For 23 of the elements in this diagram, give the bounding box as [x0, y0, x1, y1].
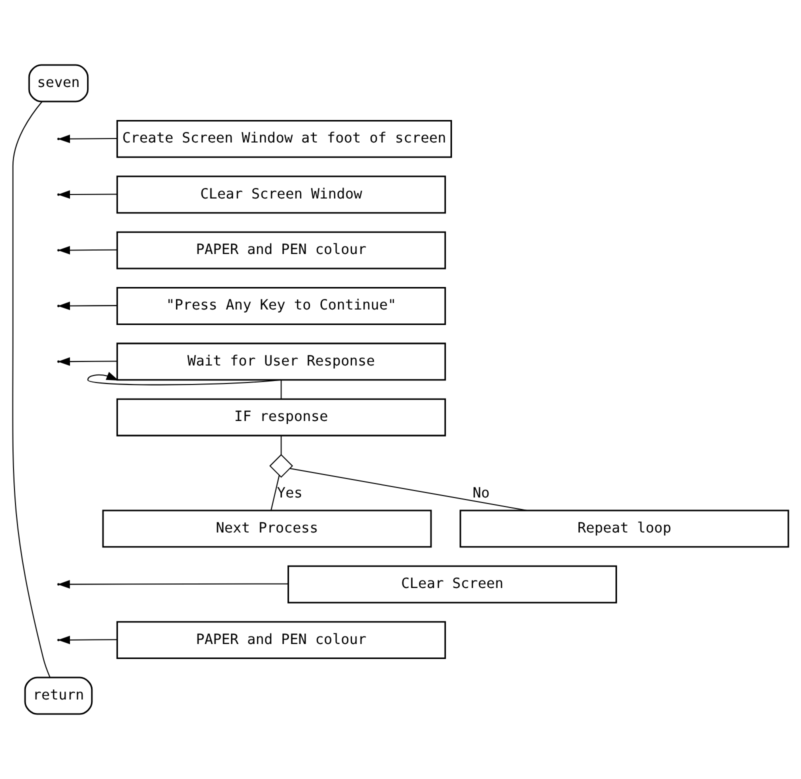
arrow — [58, 580, 288, 589]
arrow — [87, 372, 282, 386]
connector — [280, 380, 282, 400]
connector — [12, 101, 50, 678]
node-box: PAPER and PEN colour — [116, 621, 446, 660]
connector — [290, 468, 528, 511]
node-box: seven — [28, 64, 89, 102]
node-box: IF response — [116, 398, 446, 436]
node-box: return — [24, 676, 93, 715]
node-box: Create Screen Window at foot of screen — [116, 120, 452, 158]
node-box: Next Process — [102, 510, 432, 548]
node-box: CLear Screen — [288, 565, 618, 604]
node-box: CLear Screen Window — [116, 176, 446, 214]
node-box: Repeat loop — [460, 510, 790, 548]
edge-label: No — [472, 486, 490, 502]
edge-label: Yes — [277, 486, 303, 502]
node-box: PAPER and PEN colour — [116, 231, 446, 270]
arrow — [58, 246, 117, 254]
node-box: Wait for User Response — [116, 342, 446, 381]
node-diamond — [269, 454, 294, 478]
connector — [280, 436, 282, 455]
node-box: "Press Any Key to Continue" — [116, 287, 446, 325]
connector — [270, 475, 280, 510]
